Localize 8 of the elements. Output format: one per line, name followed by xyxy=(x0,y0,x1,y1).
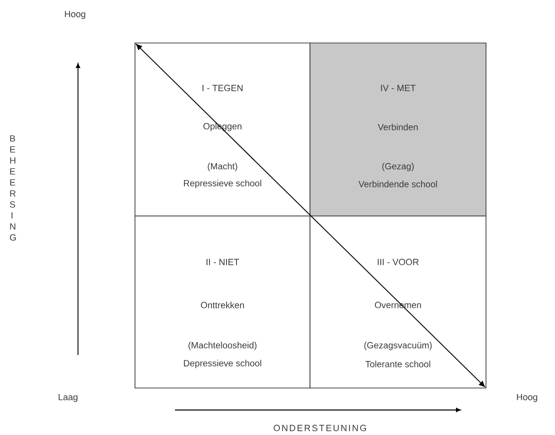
axis-label: Laag xyxy=(58,394,78,402)
axis-label: Hoog xyxy=(64,10,86,20)
quadrant-box: II - NIET Onttrekken (Machteloosheid) Depressieve school xyxy=(134,216,310,388)
axis-label: BEHEERSING xyxy=(10,135,16,241)
diagonal-arrow xyxy=(136,44,485,387)
axis-label: Hoog xyxy=(516,394,538,402)
axis-label: ONDERSTEUNING xyxy=(274,424,366,432)
quadrant-box: IV - MET Verbinden (Gezag) Verbindende school xyxy=(310,42,486,216)
